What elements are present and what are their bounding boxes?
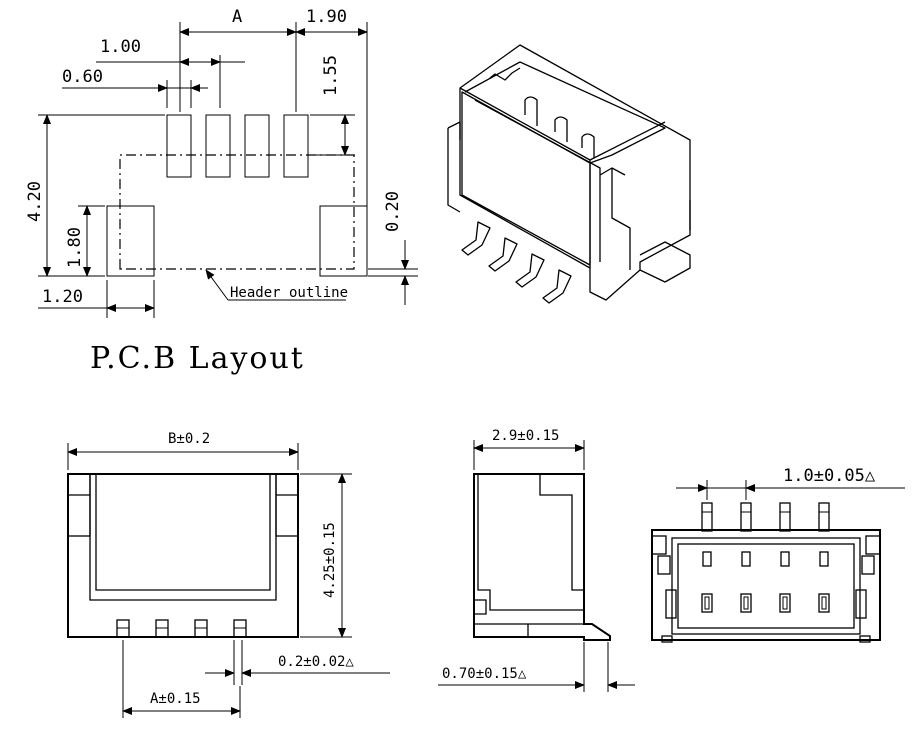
- header-outline-label: Header outline: [230, 285, 348, 301]
- front-view: B±0.2 4.25±0.15 0.2±0.02△ A±0.15: [67, 431, 390, 718]
- cavity-contacts: [701, 551, 830, 613]
- side-view: 2.9±0.15 0.70±0.15△: [438, 428, 635, 692]
- connector-3d-view: [447, 44, 691, 304]
- dim-a-label: A: [232, 7, 242, 27]
- dim-155-label: 1.55: [321, 55, 341, 96]
- header-outline: [119, 154, 355, 270]
- mounting-pad-left: [106, 205, 155, 277]
- dim-420-label: 4.20: [25, 181, 45, 222]
- dim-pitch-label: 1.0±0.05△: [783, 466, 876, 486]
- dim-020-label: 0.20: [383, 191, 403, 232]
- signal-pad: [205, 114, 231, 178]
- dim-120-label: 1.20: [42, 287, 83, 307]
- dim-pin-width-label: 0.2±0.02△: [278, 654, 354, 670]
- dim-190-label: 1.90: [306, 7, 347, 27]
- dim-180-label: 1.80: [65, 227, 85, 268]
- top-view: 1.0±0.05△: [651, 466, 905, 643]
- dim-b-label: B±0.2: [168, 431, 210, 447]
- dim-foot-label: 0.70±0.15△: [442, 666, 527, 682]
- dim-100-label: 1.00: [100, 37, 141, 57]
- front-pins: [116, 619, 247, 638]
- signal-pad: [283, 114, 309, 178]
- mounting-pad-right: [319, 205, 368, 277]
- dim-060-label: 0.60: [62, 67, 103, 87]
- top-pins: [701, 502, 830, 532]
- page-title: P.C.B Layout: [90, 341, 305, 376]
- signal-pad: [166, 114, 192, 178]
- dim-depth-label: 2.9±0.15: [492, 428, 559, 444]
- pcb-layout: A 1.90 1.00 0.60 1.55 4.20 1.80: [25, 7, 418, 318]
- dim-a-tol-label: A±0.15: [150, 691, 201, 707]
- dim-height-label: 4.25±0.15: [322, 522, 338, 598]
- signal-pad: [244, 114, 270, 178]
